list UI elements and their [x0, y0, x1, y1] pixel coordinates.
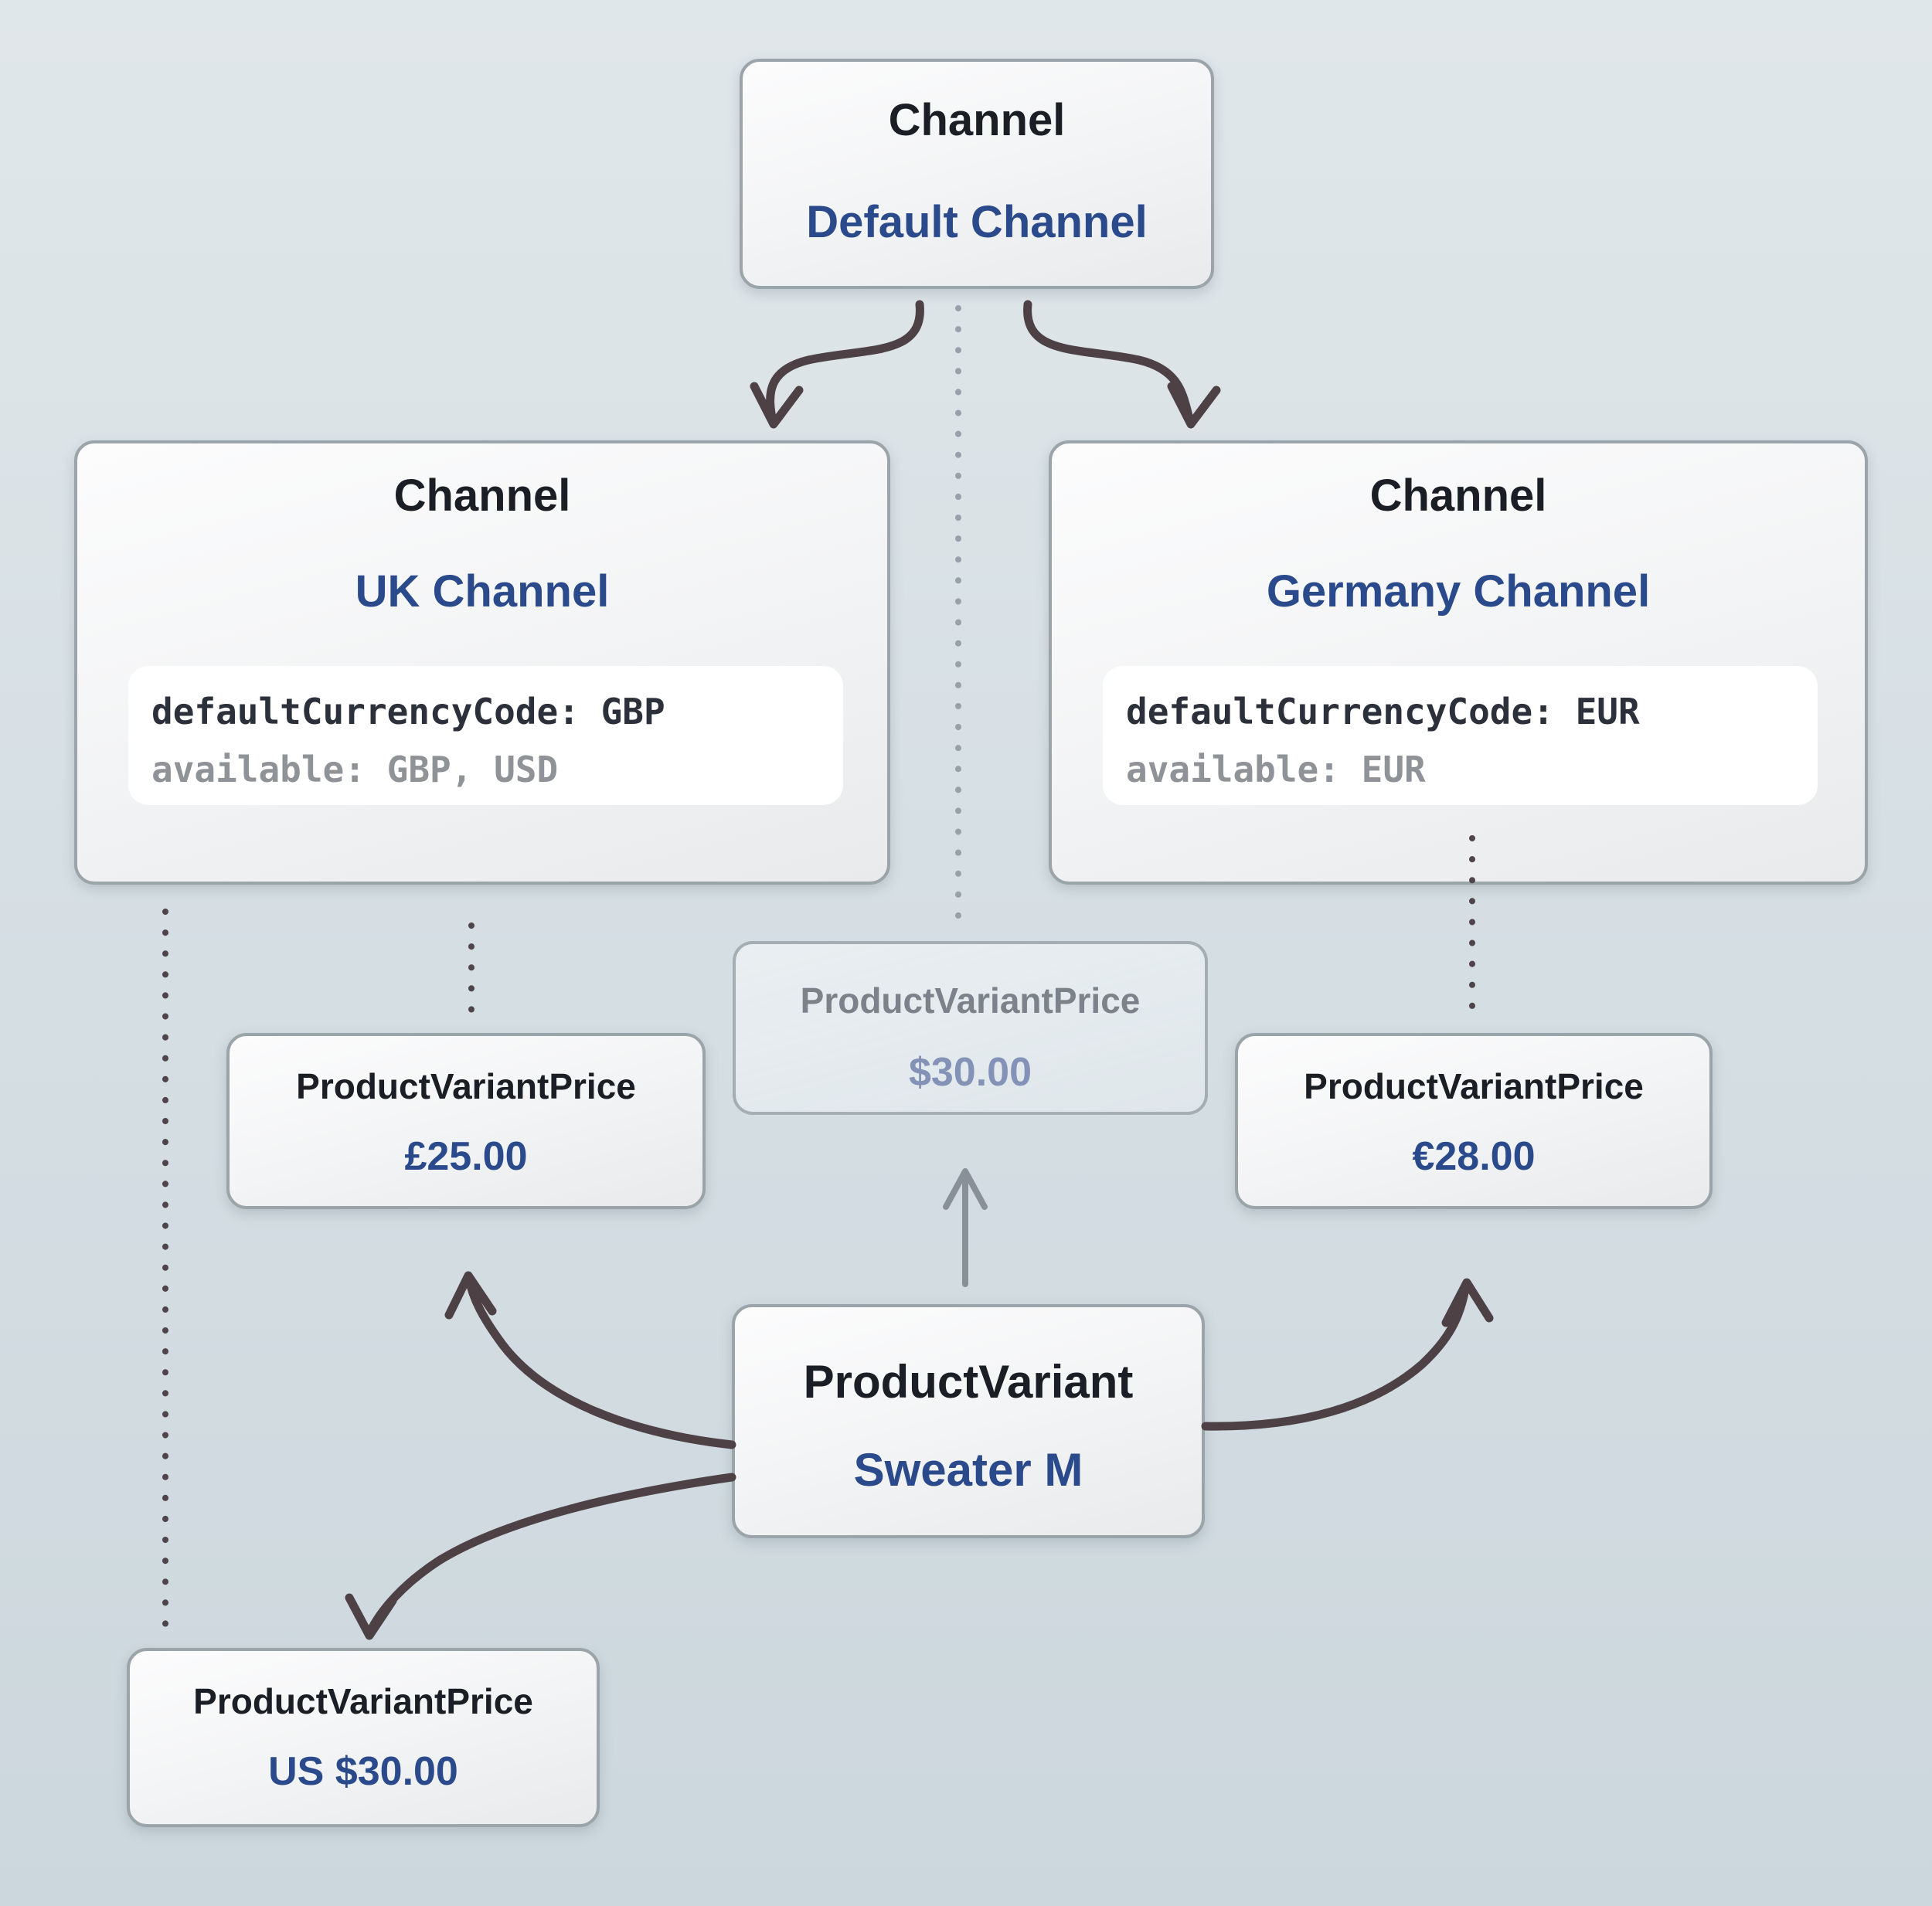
node-type-label: ProductVariantPrice	[800, 980, 1141, 1021]
node-type-label: ProductVariantPrice	[296, 1066, 636, 1106]
node-type-label: ProductVariantPrice	[1304, 1066, 1644, 1106]
node-uk-price: ProductVariantPrice £25.00	[226, 1033, 706, 1209]
code-line-available: available: GBP, USD	[151, 749, 559, 790]
node-name: Default Channel	[806, 197, 1148, 247]
node-name: Sweater M	[853, 1444, 1083, 1496]
arrow-variant-to-germany-price	[1201, 1278, 1494, 1431]
code-line-default-currency: defaultCurrencyCode: EUR	[1126, 691, 1640, 732]
node-type-label: ProductVariantPrice	[193, 1681, 533, 1721]
node-uk-channel: Channel UK Channel defaultCurrencyCode: …	[74, 440, 890, 885]
code-block: defaultCurrencyCode: EUR available: EUR	[1103, 666, 1818, 805]
node-type-label: Channel	[393, 471, 571, 521]
arrow-variant-to-uk-price	[444, 1271, 736, 1449]
code-line-default-currency: defaultCurrencyCode: GBP	[151, 691, 665, 732]
node-name: Germany Channel	[1266, 566, 1651, 617]
arrow-default-to-germany-channel	[1023, 300, 1221, 429]
node-germany-price: ProductVariantPrice €28.00	[1235, 1033, 1713, 1209]
arrow-default-to-uk-channel	[750, 300, 924, 429]
arrow-variant-to-us-price	[345, 1473, 736, 1640]
node-type-label: ProductVariant	[803, 1356, 1134, 1408]
node-product-variant: ProductVariant Sweater M	[732, 1304, 1205, 1538]
node-name: UK Channel	[355, 566, 610, 617]
arrow-variant-to-default-price	[943, 1168, 988, 1287]
node-us-price: ProductVariantPrice US $30.00	[127, 1648, 600, 1827]
node-germany-channel: Channel Germany Channel defaultCurrencyC…	[1049, 440, 1868, 885]
node-default-channel: Channel Default Channel	[740, 59, 1214, 289]
price-value: £25.00	[404, 1134, 528, 1179]
code-block: defaultCurrencyCode: GBP available: GBP,…	[128, 666, 843, 805]
price-value: US $30.00	[268, 1749, 458, 1794]
node-type-label: Channel	[1369, 471, 1547, 521]
price-value: €28.00	[1412, 1134, 1536, 1179]
price-value: $30.00	[908, 1050, 1032, 1095]
node-type-label: Channel	[888, 95, 1066, 145]
code-line-available: available: EUR	[1126, 749, 1426, 790]
node-default-price: ProductVariantPrice $30.00	[733, 941, 1208, 1115]
